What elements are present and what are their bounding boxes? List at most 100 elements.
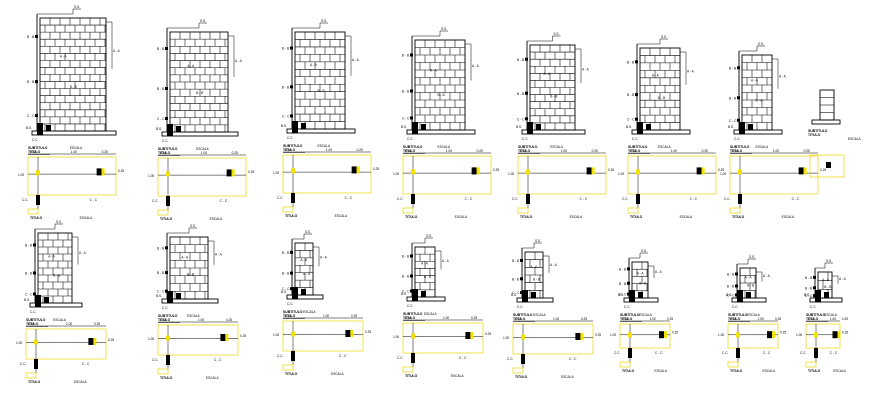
scale-label: ESCALA	[74, 380, 87, 384]
plan-outline	[157, 324, 239, 356]
section-subtitle: TITULO	[620, 317, 633, 321]
section-subtitle: TITULO	[26, 322, 39, 326]
ref-label: C.C.	[624, 305, 630, 309]
dim-text: 1.00	[773, 149, 779, 153]
inner-label: A - A	[181, 256, 189, 260]
inner-label: B - B	[533, 278, 540, 282]
level-marker	[290, 250, 293, 254]
inner-label: A - A	[187, 64, 195, 68]
scale-label: ESCALA	[747, 313, 760, 317]
section-subtitle: TITULO	[808, 133, 821, 137]
ref-label: C.C.	[152, 358, 158, 362]
inner-label: A - A	[652, 74, 660, 78]
level-marker	[33, 243, 36, 247]
plan-footing	[402, 207, 414, 214]
ref-label: C.C.	[512, 197, 518, 201]
inner-label: A - A	[60, 55, 68, 59]
level-label: B - B	[157, 87, 164, 91]
level-label: C - C	[402, 290, 410, 294]
dim-text: 0.25	[702, 149, 708, 153]
level-label: C - C	[805, 294, 813, 298]
wall-detail: S.S.A - AB - BB - BC - CA - AB - BB.S.C.…	[508, 32, 614, 219]
dim-text: 0.25	[775, 317, 781, 321]
plan-footing	[727, 361, 739, 368]
plan-footing	[157, 209, 169, 216]
plan-column	[696, 167, 702, 175]
plan-outline	[282, 154, 372, 194]
dim-text: 0.25	[351, 314, 357, 318]
plan-outline	[402, 155, 492, 195]
cut-label: A - A	[472, 64, 480, 68]
detail-row-2: S.S. A - A B - B B - B C - C A - A B - B B.S. C.…	[16, 220, 848, 384]
plan-post	[526, 194, 530, 204]
inner-label: A - A	[421, 262, 429, 266]
level-marker	[520, 258, 523, 262]
scale-label: ESCALA	[680, 215, 693, 219]
footing	[31, 130, 117, 136]
dim-text: 1.00	[446, 149, 452, 153]
dim-text: 1.00	[201, 151, 207, 155]
section-title: SUBTITULO	[158, 314, 178, 318]
footing-block	[536, 124, 541, 130]
plan-title: TITULO	[405, 215, 418, 219]
dim-text: 0.25	[357, 148, 363, 152]
level-label: B - B	[402, 255, 409, 259]
cut-label: A - A	[352, 58, 360, 62]
wall-detail: S.S.A - AB - BB - BC - CA - AB - BB.S.C.…	[618, 35, 724, 219]
level-marker	[410, 89, 413, 93]
dim-text: 0.25	[493, 168, 499, 172]
ref-label: C.C.	[810, 305, 816, 309]
footing	[161, 298, 219, 304]
ref-label: C.C.	[287, 302, 293, 306]
scale-label: ESCALA	[639, 313, 652, 317]
plan-footing	[282, 206, 294, 213]
section-title: SUBTITULO	[808, 129, 828, 133]
top-label: S.S.	[826, 259, 832, 263]
section-subtitle: TITULO	[730, 149, 743, 153]
section-subtitle: TITULO	[403, 316, 416, 320]
dim-text: 0.25	[232, 151, 238, 155]
wall-detail: S.S.A - AB - BB - BC - CA - AB - BB.S.C.…	[148, 19, 254, 221]
base-label: B.S.	[24, 298, 30, 302]
section-title: SUBTITULO	[518, 145, 538, 149]
plan-post	[291, 351, 295, 361]
section-title: SUBTITULO	[283, 310, 303, 314]
plan-column	[798, 167, 804, 175]
level-marker	[290, 271, 293, 275]
level-label: B - B	[727, 273, 734, 277]
section-title: SUBTITULO	[806, 313, 826, 317]
section-title: SUBTITULO	[728, 313, 748, 317]
highlight-block	[470, 332, 474, 339]
plan-post	[291, 193, 295, 203]
cut-label: A - A	[582, 68, 590, 72]
dim-text: 0.15	[630, 149, 636, 153]
dim-text: 1.00	[273, 171, 279, 175]
level-marker	[410, 274, 413, 278]
highlight-block	[93, 338, 97, 345]
plan-post	[411, 194, 415, 204]
scale-label: ESCALA	[210, 217, 223, 221]
cut-label: C - C	[690, 197, 698, 201]
dim-text: 0.25	[595, 333, 601, 337]
cut-label: A - A	[687, 70, 695, 74]
dim-text: 0.15	[520, 149, 526, 153]
level-label: B - B	[282, 47, 289, 51]
scale-label: ESCALA	[763, 369, 776, 373]
level-label: B - B	[27, 80, 34, 84]
top-label: S.S.	[190, 224, 196, 228]
base-label: B.S.	[26, 126, 32, 130]
level-label: B - B	[627, 93, 634, 97]
scale-label: ESCALA	[756, 145, 769, 149]
top-label: S.S.	[749, 255, 755, 259]
scale-label: ESCALA	[455, 215, 468, 219]
plan-post	[166, 196, 170, 206]
level-label: B - B	[25, 244, 32, 248]
level-marker	[290, 46, 293, 50]
inner-label: B - B	[639, 281, 646, 285]
level-label: B - B	[282, 251, 289, 255]
